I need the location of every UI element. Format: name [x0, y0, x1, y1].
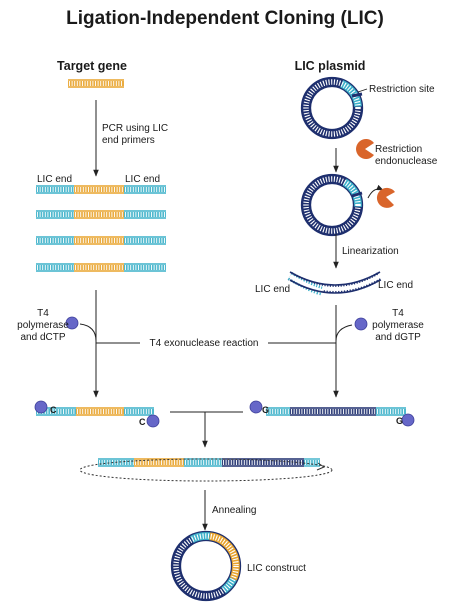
- restriction-site-label: Restriction site: [369, 84, 435, 95]
- annealing-ellipse: [79, 458, 333, 482]
- enzyme-binding-arrow: [367, 184, 384, 199]
- plasmid-lic-end-right-label: LIC end: [378, 280, 413, 291]
- pcr-product-4-part: [36, 263, 75, 272]
- lic-end-left-label: LIC end: [37, 174, 72, 185]
- pcr-product-2-part: [124, 210, 166, 219]
- pcr-product-4: [36, 263, 166, 272]
- vector-overhang-left-label: G: [262, 405, 269, 415]
- right-enzyme-line2: polymerase: [372, 320, 424, 331]
- pcr-product-2: [36, 210, 166, 219]
- lic-construct-circle: [170, 530, 242, 602]
- linearized-plasmid: [287, 271, 383, 296]
- annealed-product-part: [222, 458, 304, 467]
- restriction-site-pointer: [357, 88, 368, 93]
- lic-plasmid-circle: [300, 76, 364, 140]
- linearization-label: Linearization: [342, 246, 399, 257]
- vector-nucleotide-right-icon: [401, 413, 415, 427]
- vector-nucleotide-left-icon: [249, 400, 263, 414]
- exonuclease-label: T4 exonuclease reaction: [150, 338, 259, 349]
- left-enzyme-line3: and dCTP: [20, 332, 65, 343]
- insert-overhang-left-label: C: [50, 405, 57, 415]
- pcr-label-line2: end primers: [102, 135, 155, 146]
- right-enzyme-curve: [335, 324, 353, 342]
- insert-nucleotide-right-icon: [146, 414, 160, 428]
- target-gene-dna: [68, 79, 124, 88]
- left-enzyme-line1: T4: [37, 308, 49, 319]
- target-gene-heading: Target gene: [57, 59, 127, 73]
- left-enzyme-line2: polymerase: [17, 320, 69, 331]
- dna-layer: [36, 79, 406, 467]
- annealed-product: [98, 458, 320, 467]
- endonuclease-label-line1: Restriction: [375, 144, 422, 155]
- pcr-product-3-part: [124, 236, 166, 245]
- restriction-site-mark: [351, 92, 363, 98]
- diagram-title: Ligation-Independent Cloning (LIC): [66, 8, 384, 29]
- processed-insert-center: [76, 407, 124, 416]
- processed-vector-left: [266, 407, 290, 416]
- pcr-product-3: [36, 236, 166, 245]
- pcr-product-1-part: [36, 185, 75, 194]
- insert-overhang-right-label: C: [139, 417, 146, 427]
- pcr-product-1: [36, 185, 166, 194]
- plasmid-cut-circle: [300, 173, 364, 237]
- pcr-product-3-part: [36, 236, 75, 245]
- arrows: [79, 100, 384, 531]
- annealed-product-part: [304, 458, 320, 467]
- endonuclease-label-line2: endonuclease: [375, 156, 438, 167]
- endonuclease-icon: [356, 139, 374, 160]
- annealed-product-part: [134, 458, 184, 467]
- plasmid-layer: [170, 76, 364, 602]
- pcr-label-line1: PCR using LIC: [102, 123, 168, 134]
- pcr-product-1-part: [124, 185, 166, 194]
- pcr-product-4-part: [124, 263, 166, 272]
- dctp-sphere-icon: [65, 316, 79, 330]
- pcr-product-3-part: [74, 236, 124, 245]
- right-enzyme-line1: T4: [392, 308, 404, 319]
- lic-construct-label: LIC construct: [247, 563, 306, 574]
- annealed-product-part: [184, 458, 223, 467]
- lic-end-right-label: LIC end: [125, 174, 160, 185]
- pcr-product-1-part: [74, 185, 124, 194]
- lic-plasmid-heading: LIC plasmid: [295, 59, 366, 73]
- pcr-product-4-part: [74, 263, 124, 272]
- processed-vector: [266, 407, 406, 416]
- vector-overhang-right-label: G: [396, 416, 403, 426]
- left-enzyme-curve: [79, 323, 97, 342]
- processed-vector-right: [376, 407, 406, 416]
- annealing-label: Annealing: [212, 505, 256, 516]
- dgtp-sphere-icon: [354, 317, 368, 331]
- pcr-product-2-part: [74, 210, 124, 219]
- processed-vector-center: [290, 407, 376, 416]
- ellipse-arrowhead: [316, 462, 326, 471]
- pcr-product-2-part: [36, 210, 75, 219]
- plasmid-lic-end-left-label: LIC end: [255, 284, 290, 295]
- insert-nucleotide-left-icon: [34, 400, 48, 414]
- endonuclease-icon-bound: [376, 187, 395, 208]
- processed-insert-right: [124, 407, 154, 416]
- right-enzyme-line3: and dGTP: [375, 332, 421, 343]
- cut-site-mark: [351, 191, 363, 198]
